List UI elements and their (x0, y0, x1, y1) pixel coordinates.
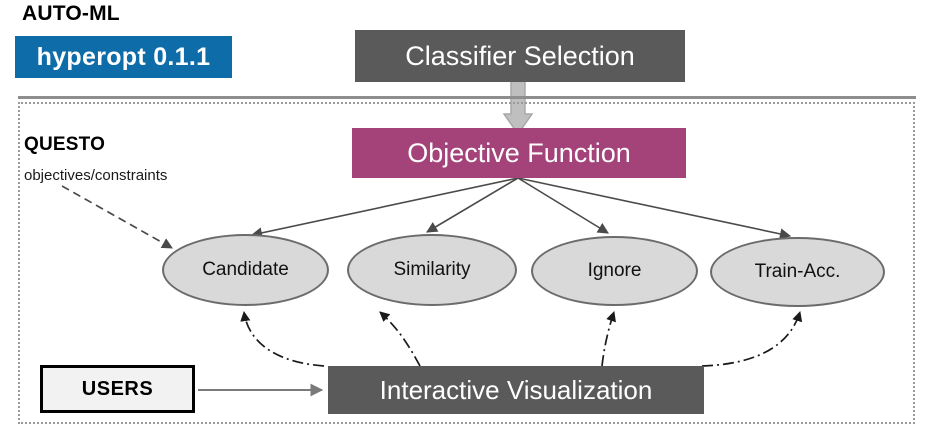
objective-function-box[interactable]: Objective Function (352, 128, 686, 178)
edge-visualization-to-nodes (240, 310, 803, 367)
section-divider (18, 96, 916, 99)
classifier-selection-box[interactable]: Classifier Selection (355, 30, 685, 82)
questo-section-title: QUESTO (24, 134, 106, 155)
node-similarity[interactable]: Similarity (347, 234, 517, 306)
users-box[interactable]: USERS (40, 365, 195, 413)
node-ignore[interactable]: Ignore (531, 236, 698, 306)
automl-section-title: AUTO-ML (22, 2, 120, 25)
hyperopt-badge: hyperopt 0.1.1 (15, 36, 232, 78)
node-train-acc[interactable]: Train-Acc. (710, 237, 885, 307)
interactive-visualization-box[interactable]: Interactive Visualization (328, 366, 704, 414)
questo-panel (18, 102, 915, 424)
edge-objective-to-nodes (250, 177, 792, 240)
edge-questo-to-candidate (61, 185, 173, 249)
objectives-constraints-label: objectives/constraints (24, 167, 168, 184)
node-candidate[interactable]: Candidate (162, 234, 329, 306)
